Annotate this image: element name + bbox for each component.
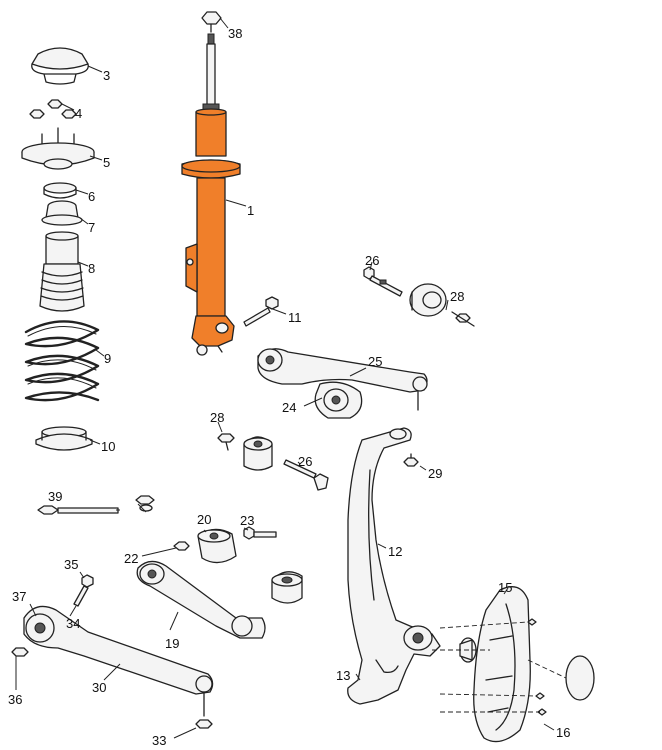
part-bolt-26-upper	[363, 266, 403, 297]
callout-25: 25	[368, 354, 382, 369]
callout-34: 34	[66, 616, 80, 631]
callout-39: 39	[48, 489, 62, 504]
part-bolt-35	[73, 574, 94, 607]
part-splash-shield	[459, 586, 595, 743]
part-bolt-26-middle	[283, 459, 329, 491]
callout-20: 20	[197, 512, 211, 527]
part-long-bolt	[37, 505, 119, 515]
callout-12: 12	[388, 544, 402, 559]
callout-5: 5	[103, 155, 110, 170]
part-bearing	[43, 182, 77, 199]
part-nut-28-middle	[217, 433, 235, 451]
part-lower-spring-seat	[35, 426, 93, 451]
callout-24: 24	[282, 400, 296, 415]
callout-19: 19	[165, 636, 179, 651]
callout-30: 30	[92, 680, 106, 695]
callout-28-middle: 28	[210, 410, 224, 425]
part-bolt-23	[243, 526, 277, 540]
callout-leaders	[15, 17, 555, 739]
callout-16: 16	[556, 725, 570, 740]
callout-23: 23	[240, 513, 254, 528]
part-bushing-28-upper	[409, 283, 475, 327]
part-coil-spring	[24, 320, 100, 402]
part-bushing-middle	[243, 436, 273, 471]
part-nuts-top	[29, 99, 77, 119]
part-upper-spring-seat	[41, 200, 83, 226]
callout-15: 15	[498, 580, 512, 595]
callout-33: 33	[152, 733, 166, 748]
part-bolt-11	[243, 296, 279, 327]
part-dust-boot	[39, 231, 85, 312]
part-lower-control-arm	[11, 605, 214, 729]
callout-9: 9	[104, 351, 111, 366]
callout-26-upper: 26	[365, 253, 379, 268]
callout-22: 22	[124, 551, 138, 566]
callout-37: 37	[12, 589, 26, 604]
callout-36: 36	[8, 692, 22, 707]
callout-29: 29	[428, 466, 442, 481]
callout-13: 13	[336, 668, 350, 683]
callout-10: 10	[101, 439, 115, 454]
callout-labels: 1 3 4 5 6 7 8 9 10 11 12 13 15 16 19 20 …	[8, 26, 570, 748]
part-upper-mount	[21, 127, 95, 170]
callout-26-middle: 26	[298, 454, 312, 469]
part-tension-strut	[136, 560, 266, 639]
callout-4: 4	[75, 106, 82, 121]
part-bushing-strut-end	[271, 571, 303, 604]
callout-7: 7	[88, 220, 95, 235]
callout-35: 35	[64, 557, 78, 572]
callout-28-upper: 28	[450, 289, 464, 304]
callout-3: 3	[103, 68, 110, 83]
part-strut-highlighted	[181, 33, 241, 356]
part-nut-29	[403, 453, 419, 467]
callout-6: 6	[88, 189, 95, 204]
part-upper-control-arm	[257, 348, 428, 419]
callout-8: 8	[88, 261, 95, 276]
callout-11: 11	[288, 310, 302, 325]
part-top-nut	[201, 11, 222, 33]
part-knuckle	[347, 427, 441, 705]
part-nut-22	[135, 495, 190, 551]
callout-1: 1	[247, 203, 254, 218]
part-bushing-20	[197, 528, 237, 564]
assembly-guides	[432, 621, 567, 713]
part-dust-cap	[31, 47, 89, 85]
callout-38: 38	[228, 26, 242, 41]
